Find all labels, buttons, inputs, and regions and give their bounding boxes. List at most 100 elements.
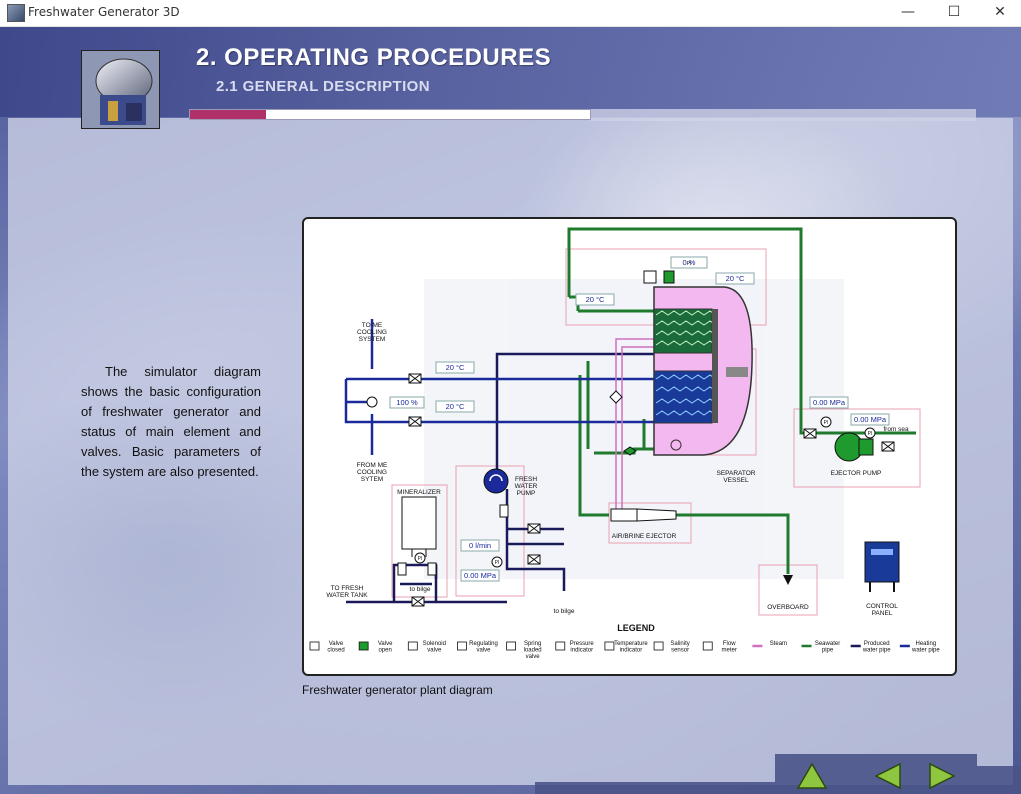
legend-label-salinity-sensor: Salinity bbox=[670, 641, 689, 647]
plant-diagram-svg: 20 °C 100 % 20 °C 0 % 20 °C 20 °C 0.00 M… bbox=[309, 227, 940, 660]
vessel-temp-left-readout: 20 °C bbox=[586, 295, 605, 304]
next-button[interactable] bbox=[926, 762, 958, 790]
app-logo bbox=[81, 50, 160, 129]
chapter-progress-fill bbox=[190, 110, 266, 119]
maximize-button[interactable]: ☐ bbox=[947, 4, 961, 20]
chapter-progress-bar bbox=[189, 109, 591, 120]
readout-boxes bbox=[389, 256, 890, 582]
legend-label-pressure-indicator: Pressure bbox=[570, 641, 595, 647]
legend-label-salinity-sensor: sensor bbox=[671, 648, 689, 654]
steam-valve[interactable] bbox=[609, 390, 623, 404]
up-arrow-icon bbox=[796, 762, 828, 789]
temperature-indicator-symbol-icon bbox=[604, 641, 615, 651]
spring-loaded-valve-symbol-icon bbox=[506, 641, 517, 651]
overboard-label: OVERBOARD bbox=[767, 604, 809, 611]
page-subtitle: 2.1 GENERAL DESCRIPTION bbox=[216, 78, 430, 95]
legend-label-heating-water-pipe: water pipe bbox=[911, 648, 940, 654]
legend-label-solenoid-valve: Solenoid bbox=[423, 641, 446, 647]
legend-label-regulating-valve: valve bbox=[476, 648, 491, 654]
salinity-sensor-symbol-icon bbox=[653, 641, 664, 651]
to-bilge-label-1: to bilge bbox=[410, 586, 431, 593]
from-me-cooling-label-1: FROM ME bbox=[357, 462, 388, 469]
legend-label-flow-meter: Flow bbox=[723, 641, 736, 647]
generator-logo-icon bbox=[82, 51, 159, 128]
legend-title: LEGEND bbox=[617, 623, 655, 633]
window-title: Freshwater Generator 3D bbox=[28, 5, 180, 19]
seawater-valve[interactable] bbox=[623, 446, 637, 456]
separator-vessel-label-1: SEPARATOR bbox=[716, 470, 755, 477]
legend-label-flow-meter: meter bbox=[722, 648, 737, 654]
valves[interactable] bbox=[397, 270, 895, 607]
legend-label-produced-water-pipe: water pipe bbox=[862, 648, 891, 654]
separator-vessel bbox=[653, 286, 753, 456]
legend-item-steam: Steam bbox=[752, 641, 787, 648]
vessel-open-valve[interactable] bbox=[663, 270, 675, 284]
svg-text:PI: PI bbox=[868, 431, 873, 437]
next-arrow-icon bbox=[929, 762, 956, 790]
close-button[interactable]: ✕ bbox=[994, 4, 1006, 20]
description-text: The simulator diagram shows the basic co… bbox=[81, 364, 261, 479]
ejector-pressure-readout-1: 0.00 MPa bbox=[813, 398, 846, 407]
up-button[interactable] bbox=[796, 762, 828, 790]
separator-vessel-label-2: VESSEL bbox=[723, 477, 749, 484]
from-me-cooling-label-3: SYTEM bbox=[361, 476, 383, 483]
plant-diagram: 20 °C 100 % 20 °C 0 % 20 °C 20 °C 0.00 M… bbox=[302, 217, 957, 676]
minimize-button[interactable]: — bbox=[901, 4, 915, 20]
fw-pressure-readout: 0.00 MPa bbox=[464, 571, 497, 580]
flow-readout: 0 l/min bbox=[469, 541, 491, 550]
window-titlebar: Freshwater Generator 3D — ☐ ✕ bbox=[0, 0, 1021, 27]
heating-water-pipes bbox=[344, 319, 654, 455]
legend-label-regulating-valve: Regulating bbox=[469, 641, 498, 647]
from-sea-label: from sea bbox=[883, 426, 909, 433]
back-button[interactable] bbox=[872, 762, 904, 790]
mineralizer bbox=[401, 496, 437, 557]
diagram-caption: Freshwater generator plant diagram bbox=[302, 683, 493, 697]
temp-readout-2: 20 °C bbox=[446, 402, 465, 411]
legend-label-temperature-indicator: indicator bbox=[620, 648, 643, 654]
to-me-cooling-label-1: TO ME bbox=[362, 322, 383, 329]
pressure-indicator-symbol-icon bbox=[555, 641, 566, 651]
fresh-water-pump bbox=[483, 468, 509, 494]
temp-readout-1: 20 °C bbox=[446, 363, 465, 372]
control-panel-label-2: PANEL bbox=[872, 610, 893, 617]
header-band bbox=[0, 27, 1021, 117]
from-me-cooling-label-2: COOLING bbox=[357, 469, 387, 476]
legend: ValveclosedValveopenSolenoidvalveRegulat… bbox=[309, 641, 940, 660]
ejector-pump-label: EJECTOR PUMP bbox=[831, 470, 882, 477]
valve-closed-symbol-icon bbox=[309, 641, 320, 651]
flow-meter-symbol-icon bbox=[702, 641, 713, 651]
legend-label-steam: Steam bbox=[770, 641, 787, 647]
legend-label-seawater-pipe: Seawater bbox=[815, 641, 840, 647]
vessel-temp-right-readout: 20 °C bbox=[726, 274, 745, 283]
control-panel[interactable] bbox=[864, 541, 900, 592]
air-brine-ejector bbox=[610, 508, 677, 522]
fresh-water-pump-label-1: FRESH bbox=[515, 476, 537, 483]
svg-text:PI: PI bbox=[687, 261, 692, 267]
legend-label-pressure-indicator: indicator bbox=[570, 648, 593, 654]
legend-label-produced-water-pipe: Produced bbox=[864, 641, 890, 647]
legend-label-temperature-indicator: Temperature bbox=[614, 641, 648, 647]
three-way-valve[interactable] bbox=[366, 396, 378, 408]
ejector-pressure-readout-2: 0.00 MPa bbox=[854, 415, 887, 424]
vessel-percent-readout: 0 % bbox=[683, 258, 696, 267]
legend-label-seawater-pipe: pipe bbox=[822, 648, 834, 654]
fresh-water-pump-label-2: WATER bbox=[515, 483, 538, 490]
air-brine-ejector-label: AIR/BRINE EJECTOR bbox=[612, 533, 677, 540]
to-fresh-water-tank-label-2: WATER TANK bbox=[326, 592, 368, 599]
valve-open-symbol-icon bbox=[358, 641, 369, 651]
legend-label-valve-open: open bbox=[378, 648, 391, 654]
valve-percent-readout: 100 % bbox=[396, 398, 418, 407]
legend-label-valve-closed: Valve bbox=[329, 641, 344, 647]
svg-text:PI: PI bbox=[824, 420, 829, 426]
legend-label-valve-closed: closed bbox=[327, 648, 344, 654]
